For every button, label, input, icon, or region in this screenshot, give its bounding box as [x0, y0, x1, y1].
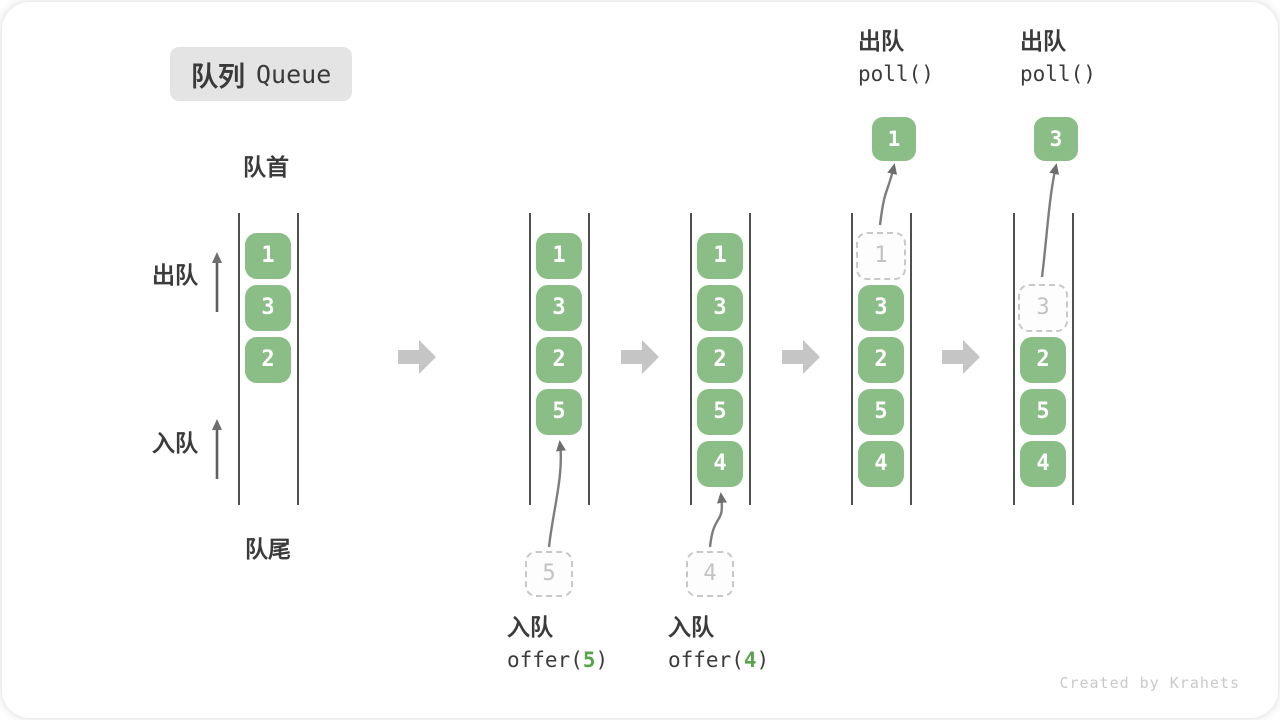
queue-item: 3 — [245, 285, 291, 331]
offer-code: offer(5) — [507, 650, 608, 671]
label-enqueue-op: 入队 — [668, 614, 714, 640]
label-enqueue-op: 入队 — [507, 614, 553, 640]
offer-code: offer(4) — [668, 650, 769, 671]
queue-item: 1 — [245, 233, 291, 279]
title-zh: 队列 — [191, 61, 245, 92]
offer-code-fn: offer( — [668, 648, 744, 672]
queue-container — [690, 213, 751, 505]
queue-item-removed: 3 — [1018, 284, 1068, 332]
poll-code: poll() — [858, 62, 934, 86]
offer-code-close: ) — [756, 648, 770, 672]
queue-item: 1 — [536, 233, 582, 279]
queue-item: 3 — [697, 285, 743, 331]
queue-item: 4 — [697, 441, 743, 487]
queue-container — [1013, 213, 1074, 505]
label-dequeue: 出队 — [152, 262, 198, 288]
label-queue-front: 队首 — [243, 154, 289, 180]
queue-item: 2 — [858, 337, 904, 383]
queue-item: 3 — [858, 285, 904, 331]
queue-item: 4 — [858, 441, 904, 487]
poll-code: poll() — [1020, 62, 1096, 86]
label-enqueue: 入队 — [152, 430, 198, 456]
queue-item: 2 — [1020, 337, 1066, 383]
title-badge: 队列 Queue — [170, 47, 353, 101]
title-en: Queue — [256, 59, 332, 89]
queue-item-removed: 1 — [856, 232, 906, 280]
queue-container — [851, 213, 912, 505]
queue-item: 3 — [536, 285, 582, 331]
queue-item: 5 — [697, 389, 743, 435]
enqueue-source-item: 5 — [525, 551, 573, 597]
queue-item: 1 — [697, 233, 743, 279]
queue-item: 2 — [536, 337, 582, 383]
label-queue-rear: 队尾 — [245, 536, 291, 562]
queue-item: 5 — [858, 389, 904, 435]
queue-item: 2 — [245, 337, 291, 383]
label-dequeue-op: 出队 — [858, 28, 904, 54]
offer-code-arg: 5 — [582, 648, 596, 672]
queue-container — [238, 213, 299, 505]
watermark: Created by Krahets — [1059, 674, 1240, 692]
polled-item: 1 — [872, 117, 916, 161]
offer-code-fn: offer( — [507, 648, 583, 672]
offer-code-arg: 4 — [743, 648, 757, 672]
queue-item: 2 — [697, 337, 743, 383]
enqueue-source-item: 4 — [686, 551, 734, 597]
queue-item: 5 — [1020, 389, 1066, 435]
offer-code-close: ) — [595, 648, 609, 672]
queue-item: 4 — [1020, 441, 1066, 487]
queue-container — [529, 213, 590, 505]
polled-item: 3 — [1034, 117, 1078, 161]
label-dequeue-op: 出队 — [1020, 28, 1066, 54]
queue-item: 5 — [536, 389, 582, 435]
